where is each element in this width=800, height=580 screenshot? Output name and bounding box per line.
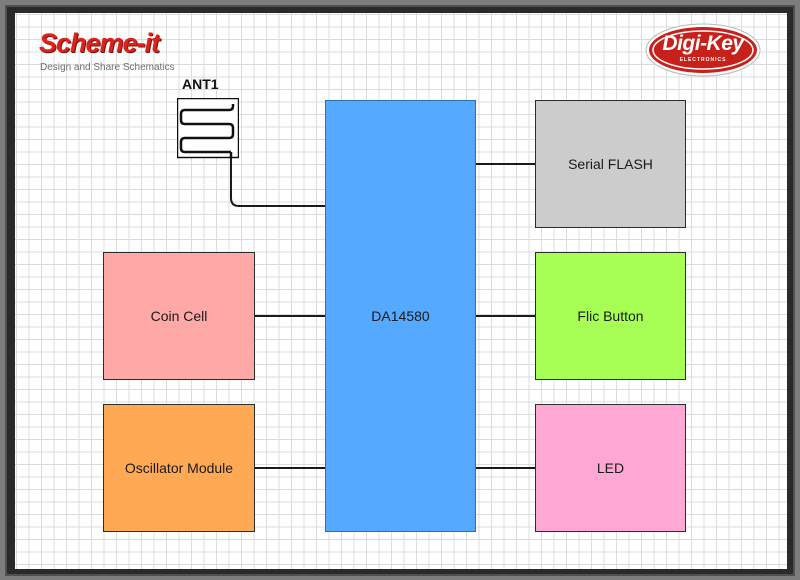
block-da14580[interactable]: DA14580: [325, 100, 476, 532]
block-coin-cell-label: Coin Cell: [150, 308, 208, 324]
digi-key-logo: Digi-Key ELECTRONICS: [644, 22, 762, 78]
block-led[interactable]: LED: [535, 404, 686, 532]
digi-key-wordmark: Digi-Key: [662, 32, 744, 55]
scheme-it-wordmark: Scheme-it: [39, 28, 160, 58]
block-led-label: LED: [596, 460, 625, 476]
scheme-it-logo: Scheme-it Design and Share Schematics: [37, 28, 197, 76]
block-serial-flash-label: Serial FLASH: [568, 156, 653, 172]
block-oscillator-module[interactable]: Oscillator Module: [103, 404, 255, 532]
block-flic-button-label: Flic Button: [577, 308, 644, 324]
antenna-label: ANT1: [182, 76, 219, 92]
digi-key-subtext: ELECTRONICS: [679, 57, 727, 63]
block-da14580-label: DA14580: [371, 308, 430, 324]
antenna-icon[interactable]: [177, 98, 239, 160]
block-oscillator-module-label: Oscillator Module: [124, 460, 234, 476]
wire-antenna-to-mcu: [230, 158, 325, 207]
digi-key-logo-shape: [645, 23, 761, 77]
scheme-it-tagline: Design and Share Schematics: [40, 62, 175, 73]
block-coin-cell[interactable]: Coin Cell: [103, 252, 255, 380]
block-flic-button[interactable]: Flic Button: [535, 252, 686, 380]
block-serial-flash[interactable]: Serial FLASH: [535, 100, 686, 228]
